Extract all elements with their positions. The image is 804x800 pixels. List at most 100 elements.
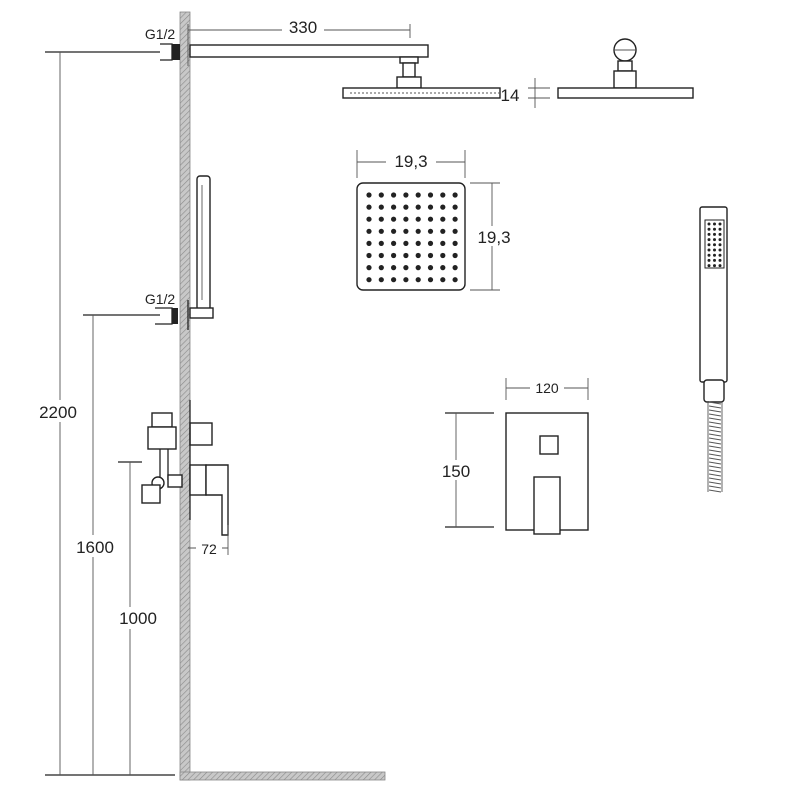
hand-nozzle-dot: [713, 222, 716, 226]
nozzle-dot: [440, 265, 446, 271]
nozzle-dot: [391, 240, 397, 246]
hand-nozzle-dot: [713, 248, 716, 252]
nozzle-dot: [440, 277, 446, 283]
nozzle-dot: [366, 240, 372, 246]
hand-shower-detail: [699, 206, 728, 493]
nozzle-dot: [427, 204, 434, 210]
nozzle-dot: [427, 216, 434, 222]
hand-nozzle-dot: [707, 258, 711, 262]
hand-nozzle-dot: [718, 258, 722, 262]
nozzle-dot: [403, 252, 409, 259]
nozzle-dot: [452, 277, 458, 283]
hand-nozzle-dot: [707, 248, 711, 252]
nozzle-dot: [452, 216, 458, 222]
nozzle-dot: [391, 277, 397, 283]
nozzle-dot: [452, 252, 458, 259]
hand-nozzle-dot: [707, 243, 711, 247]
nozzle-dot: [415, 252, 421, 259]
hand-nozzle-dot: [718, 238, 722, 242]
nozzle-dot: [403, 204, 409, 210]
nozzle-dot: [366, 277, 372, 283]
nozzle-dot: [415, 228, 421, 234]
mixer-side-view: 72: [141, 400, 229, 558]
height-mixer-label: 1000: [119, 609, 157, 628]
nozzle-dot: [378, 277, 384, 283]
nozzle-dot: [415, 192, 421, 198]
nozzle-dot: [440, 228, 446, 234]
hand-shower-nozzles: [707, 222, 722, 268]
nozzle-dot: [378, 204, 384, 210]
nozzle-dot: [403, 277, 409, 283]
nozzle-dot: [366, 228, 372, 234]
nozzle-dot: [415, 277, 421, 283]
hand-nozzle-dot: [718, 232, 722, 236]
height-hand-label: 1600: [76, 538, 114, 557]
nozzle-dot: [427, 240, 434, 246]
shower-head-side-view: 14: [501, 38, 694, 108]
nozzle-dot: [403, 192, 409, 198]
head-width-label: 19,3: [394, 152, 427, 171]
nozzle-dot: [378, 265, 384, 271]
hand-nozzle-dot: [713, 258, 716, 262]
nozzle-dot: [378, 240, 384, 246]
nozzle-dot: [415, 240, 421, 246]
hand-nozzle-dot: [707, 264, 711, 268]
nozzle-dot: [403, 228, 409, 234]
thread-top-label: G1/2: [145, 26, 176, 42]
nozzle-dot: [378, 252, 384, 259]
height-head-label: 2200: [39, 403, 77, 422]
hand-nozzle-dot: [713, 264, 716, 268]
nozzle-dot: [452, 265, 458, 271]
nozzle-dot: [427, 265, 434, 271]
nozzle-dot: [366, 216, 372, 222]
mixer-height-label: 150: [442, 462, 470, 481]
mixer-front-view: 120 150: [436, 378, 589, 535]
wall: [179, 11, 386, 781]
nozzle-dot: [391, 265, 397, 271]
nozzle-dot: [415, 265, 421, 271]
nozzle-dot: [440, 192, 446, 198]
hand-nozzle-dot: [713, 253, 716, 257]
nozzle-dot: [427, 192, 434, 198]
hand-nozzle-dot: [718, 253, 722, 257]
nozzle-dot: [378, 228, 384, 234]
nozzle-dot: [391, 192, 397, 198]
nozzle-dot: [440, 252, 446, 259]
hand-nozzle-dot: [718, 243, 722, 247]
nozzle-dot: [452, 228, 458, 234]
height-dimensions: 2200 1600 1000: [30, 52, 175, 776]
mixer-width-label: 120: [535, 380, 559, 396]
thread-hand-label: G1/2: [145, 291, 176, 307]
hose: [707, 401, 723, 493]
mixer-depth-label: 72: [201, 541, 217, 557]
nozzle-dot: [366, 204, 372, 210]
head-depth-label: 19,3: [477, 228, 510, 247]
hand-shower-wall-view: [83, 175, 214, 330]
nozzle-dot: [366, 265, 372, 271]
nozzle-dot: [391, 228, 397, 234]
hand-nozzle-dot: [718, 227, 722, 231]
hand-nozzle-dot: [707, 222, 711, 226]
nozzle-dot: [427, 277, 434, 283]
hand-nozzle-dot: [707, 227, 711, 231]
nozzle-dot: [391, 204, 397, 210]
nozzle-dot: [440, 204, 446, 210]
hand-nozzle-dot: [718, 222, 722, 226]
hand-nozzle-dot: [718, 264, 722, 268]
nozzle-grid: [366, 192, 458, 283]
hand-nozzle-dot: [713, 232, 716, 236]
nozzle-dot: [415, 204, 421, 210]
nozzle-dot: [440, 216, 446, 222]
hand-nozzle-dot: [713, 227, 716, 231]
hand-nozzle-dot: [713, 238, 716, 242]
nozzle-dot: [391, 252, 397, 259]
hand-nozzle-dot: [707, 238, 711, 242]
arm-length-label: 330: [289, 18, 317, 37]
nozzle-dot: [378, 216, 384, 222]
nozzle-dot: [452, 192, 458, 198]
hand-nozzle-dot: [718, 248, 722, 252]
nozzle-dot: [440, 240, 446, 246]
shower-arm: [45, 43, 501, 99]
nozzle-dot: [378, 192, 384, 198]
